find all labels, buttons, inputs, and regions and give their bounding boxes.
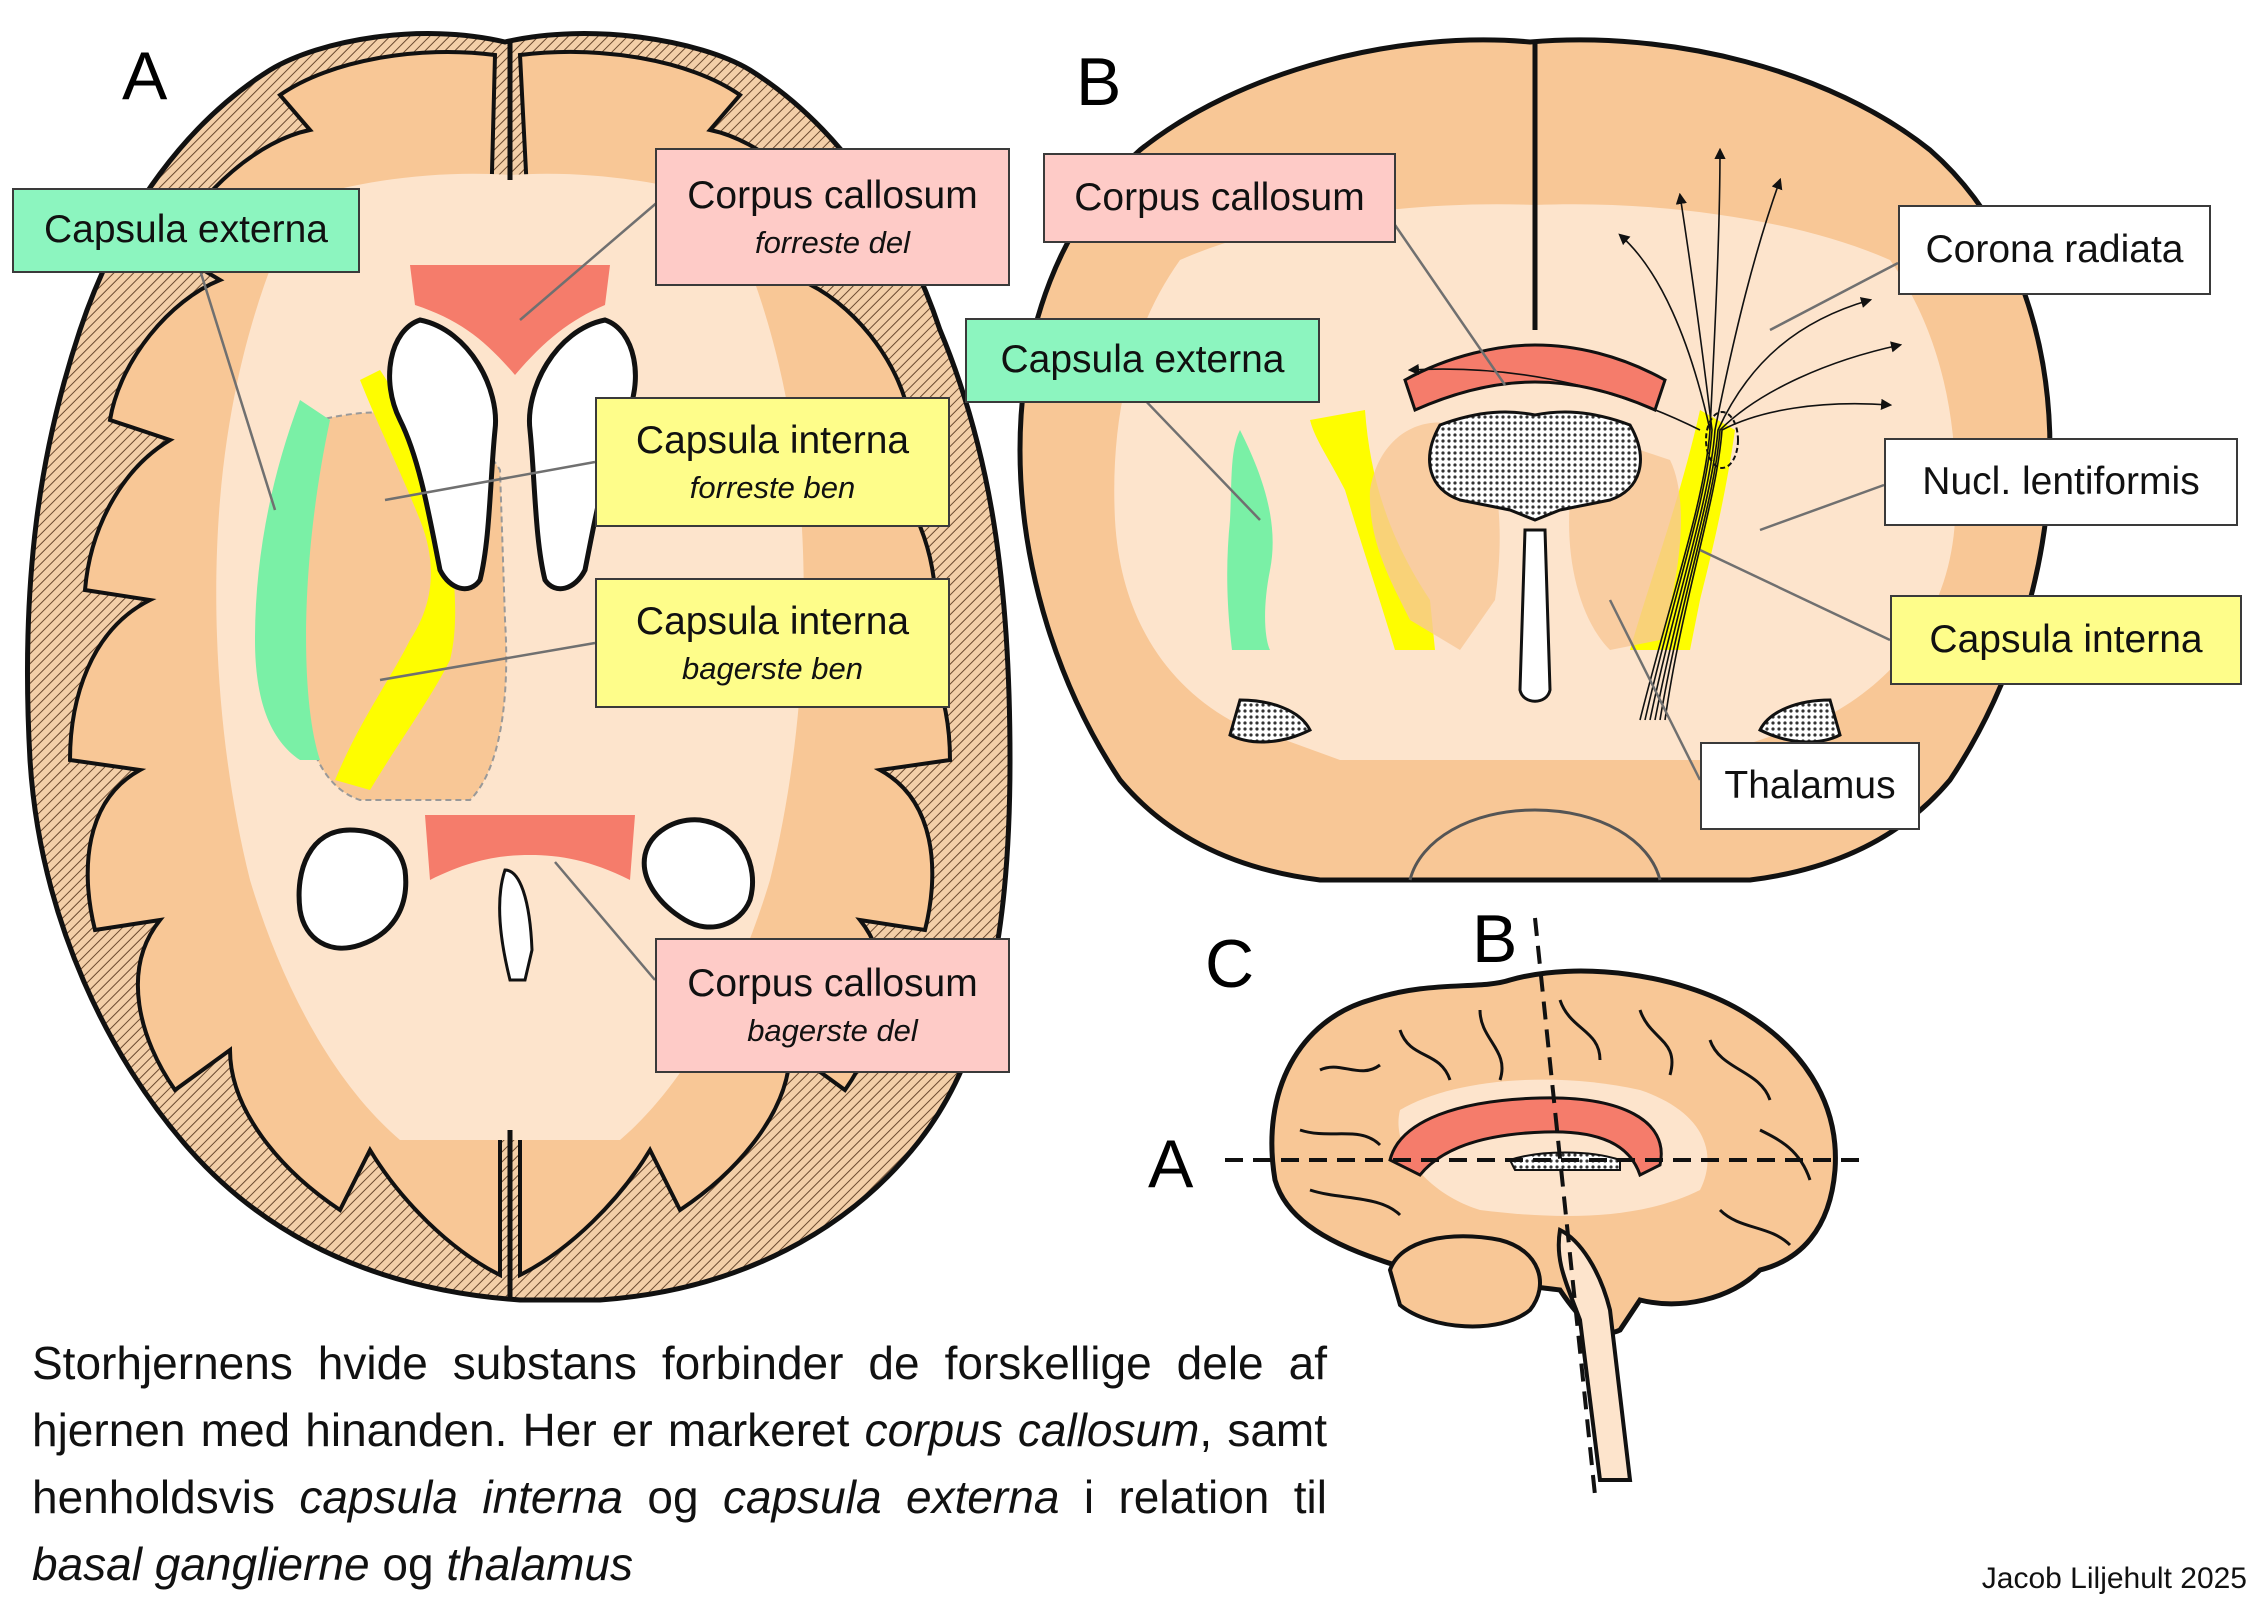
label-a-capsula-externa-text: Capsula externa (43, 208, 328, 252)
sagittal-brainstem (1556, 1226, 1633, 1482)
label-b-corpus-callosum: Corpus callosum (1043, 153, 1396, 243)
caption-italic-2: capsula interna (299, 1471, 623, 1523)
label-b-capsula-interna-text: Capsula interna (1929, 617, 2203, 661)
coronal-lateral-ventricles (1428, 410, 1642, 522)
label-a-cc-front-sub: forreste del (754, 224, 911, 260)
caption-text-1: Storhjernens hvide substans forbinder de… (32, 1337, 1327, 1456)
plane-a-letter: A (1148, 1126, 1194, 1202)
caption-text-5: og (369, 1538, 447, 1590)
lentiform-outline (1705, 411, 1739, 469)
panel-letter-b: B (1076, 44, 1122, 120)
axial-ventricle-left (387, 317, 499, 592)
axial-third-ventricle (498, 868, 534, 982)
corona-radiata-fibers (1407, 147, 1903, 721)
label-b-corona-radiata: Corona radiata (1898, 205, 2211, 295)
axial-leader-lines (198, 199, 661, 981)
label-b-thalamus-text: Thalamus (1724, 763, 1896, 807)
plane-b-letter: B (1472, 901, 1518, 977)
sagittal-cerebellum (1387, 1234, 1542, 1329)
axial-posterior-horn-right (641, 817, 756, 930)
caption-italic-1: corpus callosum (864, 1404, 1200, 1456)
sagittal-view (1225, 917, 1860, 1496)
label-a-corpus-callosum-back: Corpus callosum bagerste del (655, 938, 1010, 1073)
caption-text-2: , samt henholdsvis (32, 1404, 1327, 1523)
label-b-nucl-lentiformis-text: Nucl. lentiformis (1922, 459, 2200, 503)
axial-posterior-horn-left (296, 827, 409, 951)
coronal-temporal-horn-right (1757, 698, 1842, 744)
panel-letter-c: C (1205, 926, 1255, 1002)
label-b-capsula-externa: Capsula externa (965, 318, 1320, 403)
coronal-leader-lines (1139, 224, 1899, 781)
label-b-corpus-callosum-text: Corpus callosum (1074, 175, 1365, 219)
plane-b-line (1533, 917, 1597, 1496)
label-b-corona-radiata-text: Corona radiata (1925, 227, 2184, 271)
label-b-capsula-externa-text: Capsula externa (1000, 338, 1285, 382)
coronal-temporal-horn-left (1228, 698, 1313, 744)
label-a-cc-front-title: Corpus callosum (687, 173, 978, 217)
caption-italic-5: thalamus (446, 1538, 633, 1590)
label-a-capsula-interna-back: Capsula interna bagerste ben (595, 578, 950, 708)
coronal-third-ventricle (1518, 528, 1552, 703)
caption-text-4: i relation til (1059, 1471, 1327, 1523)
axial-corpus-callosum-front (410, 265, 610, 375)
label-a-ci-back-sub: bagerste ben (682, 650, 863, 686)
label-b-nucl-lentiformis: Nucl. lentiformis (1884, 438, 2238, 526)
coronal-brainstem (1408, 808, 1662, 881)
coronal-capsula-externa (1227, 430, 1273, 650)
label-a-capsula-externa: Capsula externa (12, 188, 360, 273)
sagittal-gyri (1299, 999, 1812, 1247)
axial-capsula-externa (255, 400, 330, 760)
caption-italic-3: capsula externa (723, 1471, 1060, 1523)
label-a-ci-front-title: Capsula interna (635, 418, 910, 462)
axial-corpus-callosum-back (425, 815, 635, 880)
label-b-thalamus: Thalamus (1700, 742, 1920, 830)
label-b-capsula-interna: Capsula interna (1890, 595, 2242, 685)
label-a-corpus-callosum-front: Corpus callosum forreste del (655, 148, 1010, 286)
coronal-section (1017, 37, 2053, 883)
label-a-capsula-interna-front: Capsula interna forreste ben (595, 397, 950, 527)
figure-caption: Storhjernens hvide substans forbinder de… (32, 1330, 1327, 1598)
author-credit: Jacob Liljehult 2025 (1981, 1562, 2247, 1595)
caption-text-3: og (623, 1471, 724, 1523)
label-a-cc-back-sub: bagerste del (747, 1013, 918, 1049)
label-a-cc-back-title: Corpus callosum (687, 962, 978, 1006)
label-a-ci-front-sub: forreste ben (689, 469, 856, 505)
caption-italic-4: basal ganglierne (32, 1538, 370, 1590)
label-a-ci-back-title: Capsula interna (635, 599, 910, 643)
panel-letter-a: A (122, 38, 168, 114)
